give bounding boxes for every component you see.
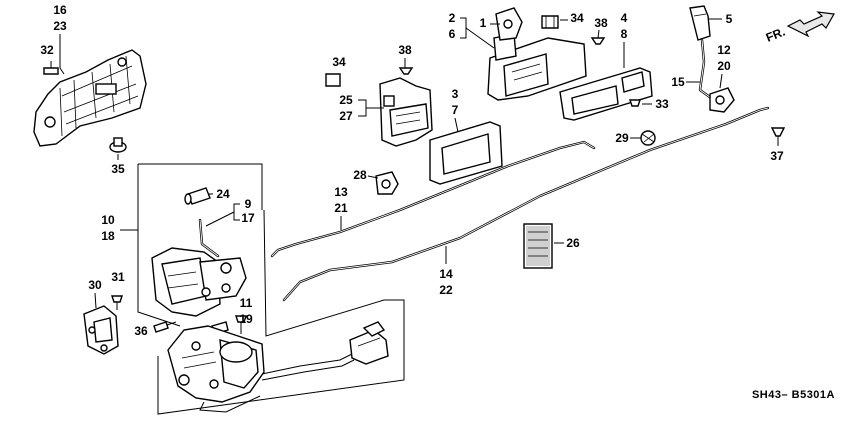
callout-8: 8 <box>621 27 628 41</box>
fr-label: FR. <box>764 25 787 45</box>
latch-rod-9 <box>198 218 220 258</box>
callout-32: 32 <box>40 43 54 57</box>
callout-2: 2 <box>449 11 456 25</box>
screw-37 <box>770 127 786 146</box>
callout-28: 28 <box>353 168 367 182</box>
screw-38-mid <box>398 67 414 75</box>
outside-door-handle <box>33 49 147 147</box>
callout-17: 17 <box>241 211 255 225</box>
handle-grommet-35 <box>109 137 127 153</box>
callout-21: 21 <box>334 201 348 215</box>
callout-15: 15 <box>671 75 685 89</box>
callout-16: 16 <box>53 3 67 17</box>
callout-18: 18 <box>101 229 115 243</box>
screw-31 <box>111 295 123 310</box>
rod-clip-28 <box>375 171 399 195</box>
inside-handle-bracket <box>487 33 587 101</box>
callout-10: 10 <box>101 213 115 227</box>
lock-link-12 <box>709 87 735 113</box>
front-direction-arrow: FR. <box>764 11 835 45</box>
door-striker-30 <box>83 305 119 355</box>
callout-26: 26 <box>566 236 580 250</box>
callout-1: 1 <box>480 16 487 30</box>
diagram-code: SH43– B5301A <box>752 389 835 401</box>
callout-25: 25 <box>339 93 353 107</box>
harness-connector <box>349 321 389 365</box>
door-latch-assembly <box>151 247 247 317</box>
inside-handle-bezel-3 <box>429 121 503 185</box>
callout-36: 36 <box>134 324 148 338</box>
handle-screw-32 <box>43 61 59 75</box>
callout-7: 7 <box>452 103 459 117</box>
callout-27: 27 <box>339 109 353 123</box>
callout-34b: 34 <box>332 55 346 69</box>
clip-34-mid <box>325 73 341 87</box>
callout-3: 3 <box>452 87 459 101</box>
callout-33: 33 <box>655 97 669 111</box>
callout-19: 19 <box>239 312 253 326</box>
callout-6: 6 <box>449 27 456 41</box>
screw-33 <box>629 99 641 107</box>
callout-14: 14 <box>439 267 453 281</box>
callout-37: 37 <box>770 149 784 163</box>
callout-23: 23 <box>53 19 67 33</box>
callout-31: 31 <box>111 270 125 284</box>
inside-handle-escutcheon <box>559 67 653 121</box>
callout-24: 24 <box>216 187 230 201</box>
group-frame-lower <box>157 209 405 415</box>
callout-30: 30 <box>88 278 102 292</box>
inside-handle-25 <box>379 77 433 147</box>
rod-end-24 <box>184 187 211 205</box>
outside-handle-rod-14 <box>282 106 770 302</box>
rod-clip-29 <box>640 130 656 146</box>
callout-34a: 34 <box>570 11 584 25</box>
callout-13: 13 <box>334 185 348 199</box>
clip-34-top <box>541 15 559 29</box>
handle-lever-1 <box>495 7 523 41</box>
screw-11 <box>235 315 247 334</box>
callout-11: 11 <box>240 296 253 310</box>
callout-38a: 38 <box>594 16 608 30</box>
screw-36 <box>153 321 177 333</box>
callout-29: 29 <box>615 131 629 145</box>
callout-22: 22 <box>439 283 453 297</box>
callout-4: 4 <box>621 11 628 25</box>
lock-knob <box>689 5 711 41</box>
foam-pad-26 <box>523 223 553 269</box>
callout-38b: 38 <box>398 43 412 57</box>
callout-9: 9 <box>245 197 252 211</box>
callout-35: 35 <box>111 162 125 176</box>
callout-12: 12 <box>717 43 731 57</box>
door-lock-actuator <box>167 325 265 403</box>
actuator-harness <box>261 353 353 375</box>
group-frame-upper <box>138 163 263 210</box>
screw-38-top <box>590 37 606 45</box>
callout-5: 5 <box>726 12 733 26</box>
callout-20: 20 <box>717 59 731 73</box>
